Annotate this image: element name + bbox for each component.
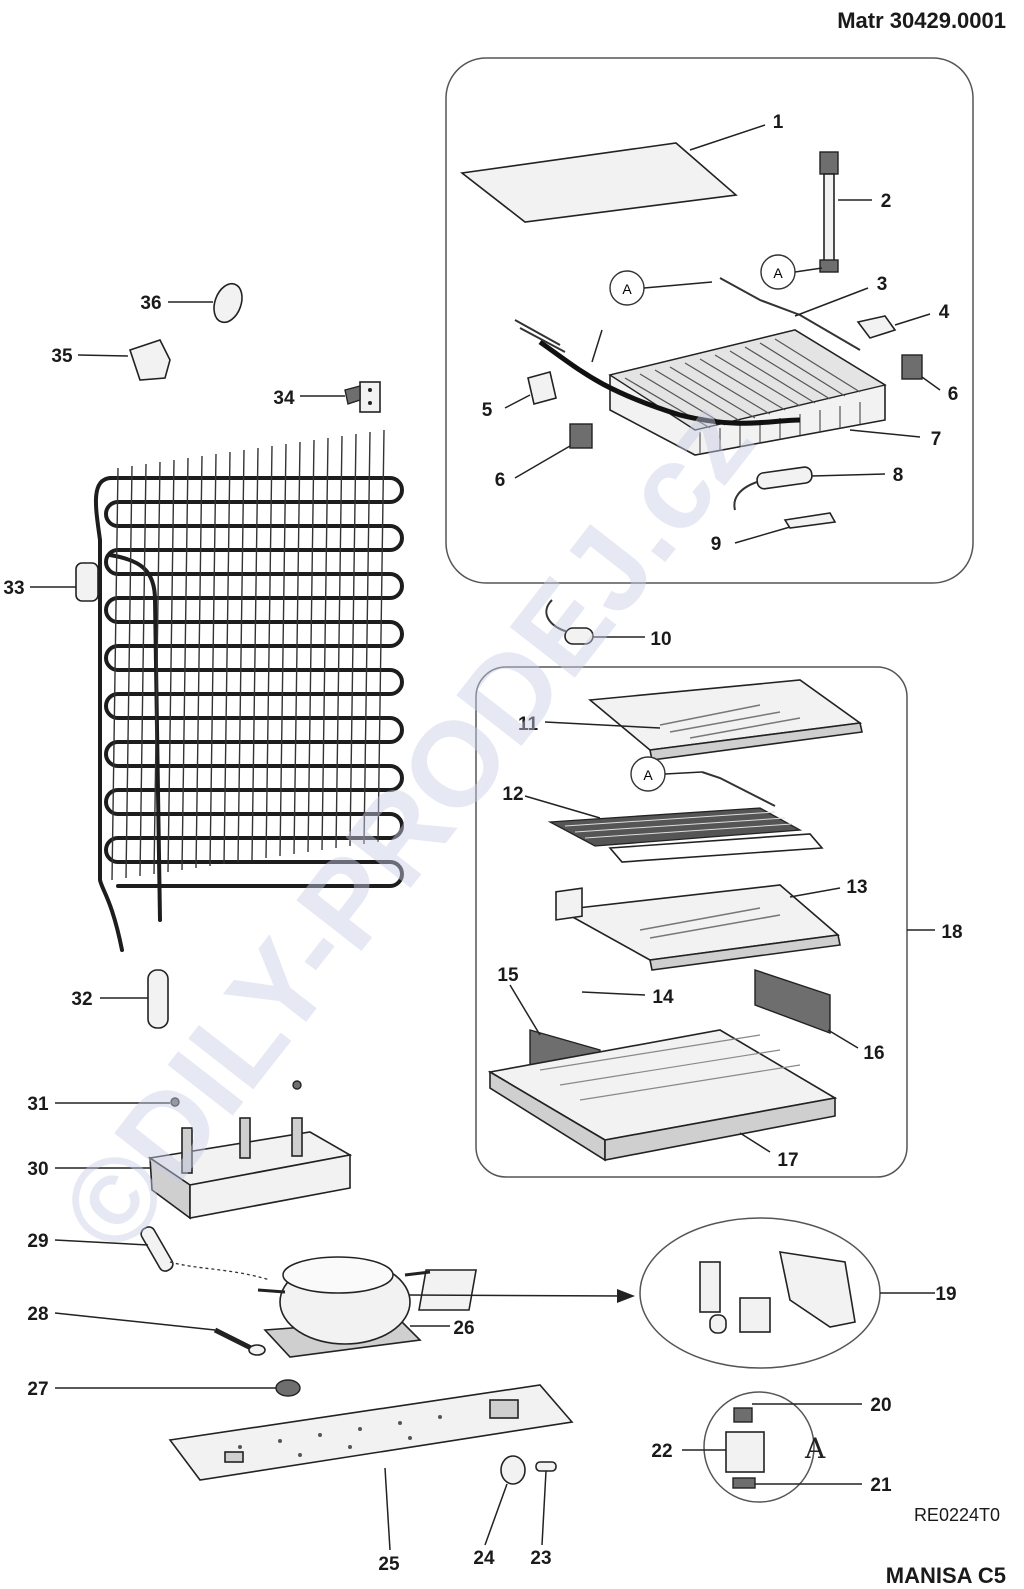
part-31-nut[interactable] — [170, 1097, 180, 1107]
part-30-drain-tray[interactable] — [147, 1117, 353, 1220]
label-16: 16 — [863, 1043, 884, 1064]
drawing-code: RE0224T0 — [914, 1505, 1000, 1525]
label-13: 13 — [846, 877, 867, 898]
label-11: 11 — [518, 714, 539, 735]
part-17-drawer[interactable] — [487, 1029, 838, 1162]
label-2: 2 — [881, 191, 892, 212]
label-31: 31 — [27, 1094, 49, 1115]
callout-a-2-text: A — [773, 265, 783, 281]
part-7-evaporator[interactable] — [538, 277, 887, 456]
label-29: 29 — [27, 1231, 48, 1252]
label-34: 34 — [273, 388, 295, 409]
part-28-bracket[interactable] — [213, 1327, 266, 1356]
part-1-plate[interactable] — [460, 142, 738, 223]
part-29-pipe[interactable] — [139, 1225, 175, 1274]
part-5-bracket[interactable] — [527, 371, 557, 405]
part-2-capillary-tube[interactable] — [819, 151, 839, 273]
part-20-knob[interactable] — [733, 1407, 753, 1423]
part-6-spacer-left[interactable] — [569, 423, 593, 449]
part-26-compressor[interactable] — [257, 1256, 431, 1358]
label-12: 12 — [502, 784, 523, 805]
part-14-block[interactable] — [555, 887, 583, 921]
part-35-stopper[interactable] — [128, 339, 171, 381]
label-3: 3 — [877, 274, 888, 295]
label-20: 20 — [870, 1395, 891, 1416]
part-23-screw[interactable] — [535, 1461, 557, 1472]
label-10: 10 — [650, 629, 671, 650]
part-32-drier[interactable] — [147, 969, 169, 1029]
label-6-left: 6 — [495, 470, 506, 491]
part-31-nut-2 — [292, 1080, 302, 1090]
part-8-heater[interactable] — [733, 466, 813, 511]
label-4: 4 — [939, 302, 950, 323]
label-21: 21 — [870, 1475, 892, 1496]
label-14: 14 — [652, 987, 674, 1008]
callout-a-3-text: A — [643, 767, 653, 783]
part-36-cap[interactable] — [209, 280, 247, 326]
part-27-grommet[interactable] — [275, 1379, 301, 1397]
thermostat-group — [703, 1391, 815, 1503]
part-25-base-plate[interactable] — [168, 1384, 574, 1481]
part-11-top-shelf[interactable] — [588, 679, 863, 761]
part-34-clamp[interactable] — [344, 381, 381, 413]
part-16-flap-right[interactable] — [754, 969, 831, 1035]
label-9: 9 — [711, 534, 722, 555]
part-24-foot[interactable] — [500, 1455, 526, 1485]
label-33: 33 — [3, 578, 24, 599]
part-22-thermostat[interactable] — [725, 1431, 765, 1473]
label-35: 35 — [51, 346, 73, 367]
label-22: 22 — [651, 1441, 672, 1462]
label-6-right: 6 — [948, 384, 959, 405]
label-28: 28 — [27, 1304, 48, 1325]
label-30: 30 — [27, 1159, 48, 1180]
part-12-grid-heater[interactable] — [547, 807, 824, 863]
callout-a-1-text: A — [622, 281, 632, 297]
label-32: 32 — [71, 989, 92, 1010]
label-5: 5 — [482, 400, 493, 421]
part-13-middle-shelf[interactable] — [557, 884, 841, 971]
label-7: 7 — [931, 429, 942, 450]
label-25: 25 — [378, 1554, 400, 1575]
part-21-bracket[interactable] — [732, 1477, 756, 1489]
evaporator-group-frame — [445, 57, 974, 584]
model-name: MANISA C5 — [886, 1563, 1006, 1588]
label-26: 26 — [453, 1318, 474, 1339]
label-17: 17 — [777, 1150, 798, 1171]
label-1: 1 — [773, 112, 784, 133]
label-18: 18 — [941, 922, 962, 943]
freezer-group-frame — [475, 666, 908, 1178]
label-24: 24 — [473, 1548, 495, 1569]
callout-a-big: A — [804, 1432, 826, 1465]
part-19-relay-parts[interactable] — [418, 1251, 856, 1334]
label-36: 36 — [140, 293, 161, 314]
label-27: 27 — [27, 1379, 48, 1400]
part-10-sensor[interactable] — [545, 599, 594, 645]
matr-label: Matr 30429.0001 — [837, 8, 1006, 33]
part-33-filter[interactable] — [75, 562, 99, 602]
condenser-coil[interactable] — [93, 476, 404, 952]
label-15: 15 — [497, 965, 519, 986]
label-8: 8 — [893, 465, 904, 486]
part-6-spacer-right[interactable] — [901, 354, 923, 380]
part-9-clip[interactable] — [783, 512, 837, 529]
part-4-bracket[interactable] — [856, 315, 897, 339]
label-19: 19 — [935, 1284, 956, 1305]
label-23: 23 — [530, 1548, 551, 1569]
